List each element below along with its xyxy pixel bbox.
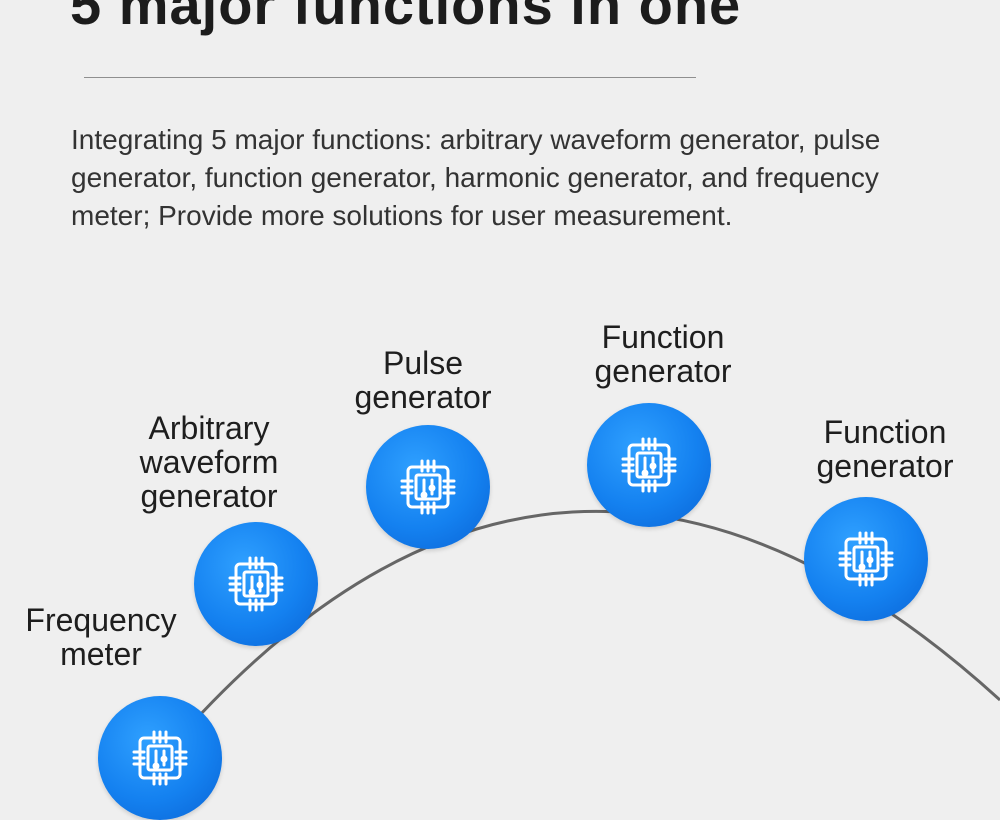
chip-icon (400, 459, 456, 515)
label-function-generator-1: Function generator (594, 319, 732, 389)
title-divider (84, 77, 696, 78)
node-arbitrary-waveform-generator (194, 522, 318, 646)
label-arbitrary-waveform-generator: Arbitrary waveform generator (139, 410, 279, 514)
description-text: Integrating 5 major functions: arbitrary… (71, 124, 881, 231)
node-pulse-generator (366, 425, 490, 549)
chip-icon (228, 556, 284, 612)
chip-icon (132, 730, 188, 786)
label-function-generator-2: Function generator (816, 414, 954, 484)
node-frequency-meter (98, 696, 222, 820)
label-frequency-meter: Frequency meter (25, 602, 177, 672)
chip-icon (621, 437, 677, 493)
label-pulse-generator: Pulse generator (354, 345, 492, 415)
node-function-generator-2 (804, 497, 928, 621)
chip-icon (838, 531, 894, 587)
page-title: 5 major functions in one (70, 0, 742, 36)
node-function-generator-1 (587, 403, 711, 527)
